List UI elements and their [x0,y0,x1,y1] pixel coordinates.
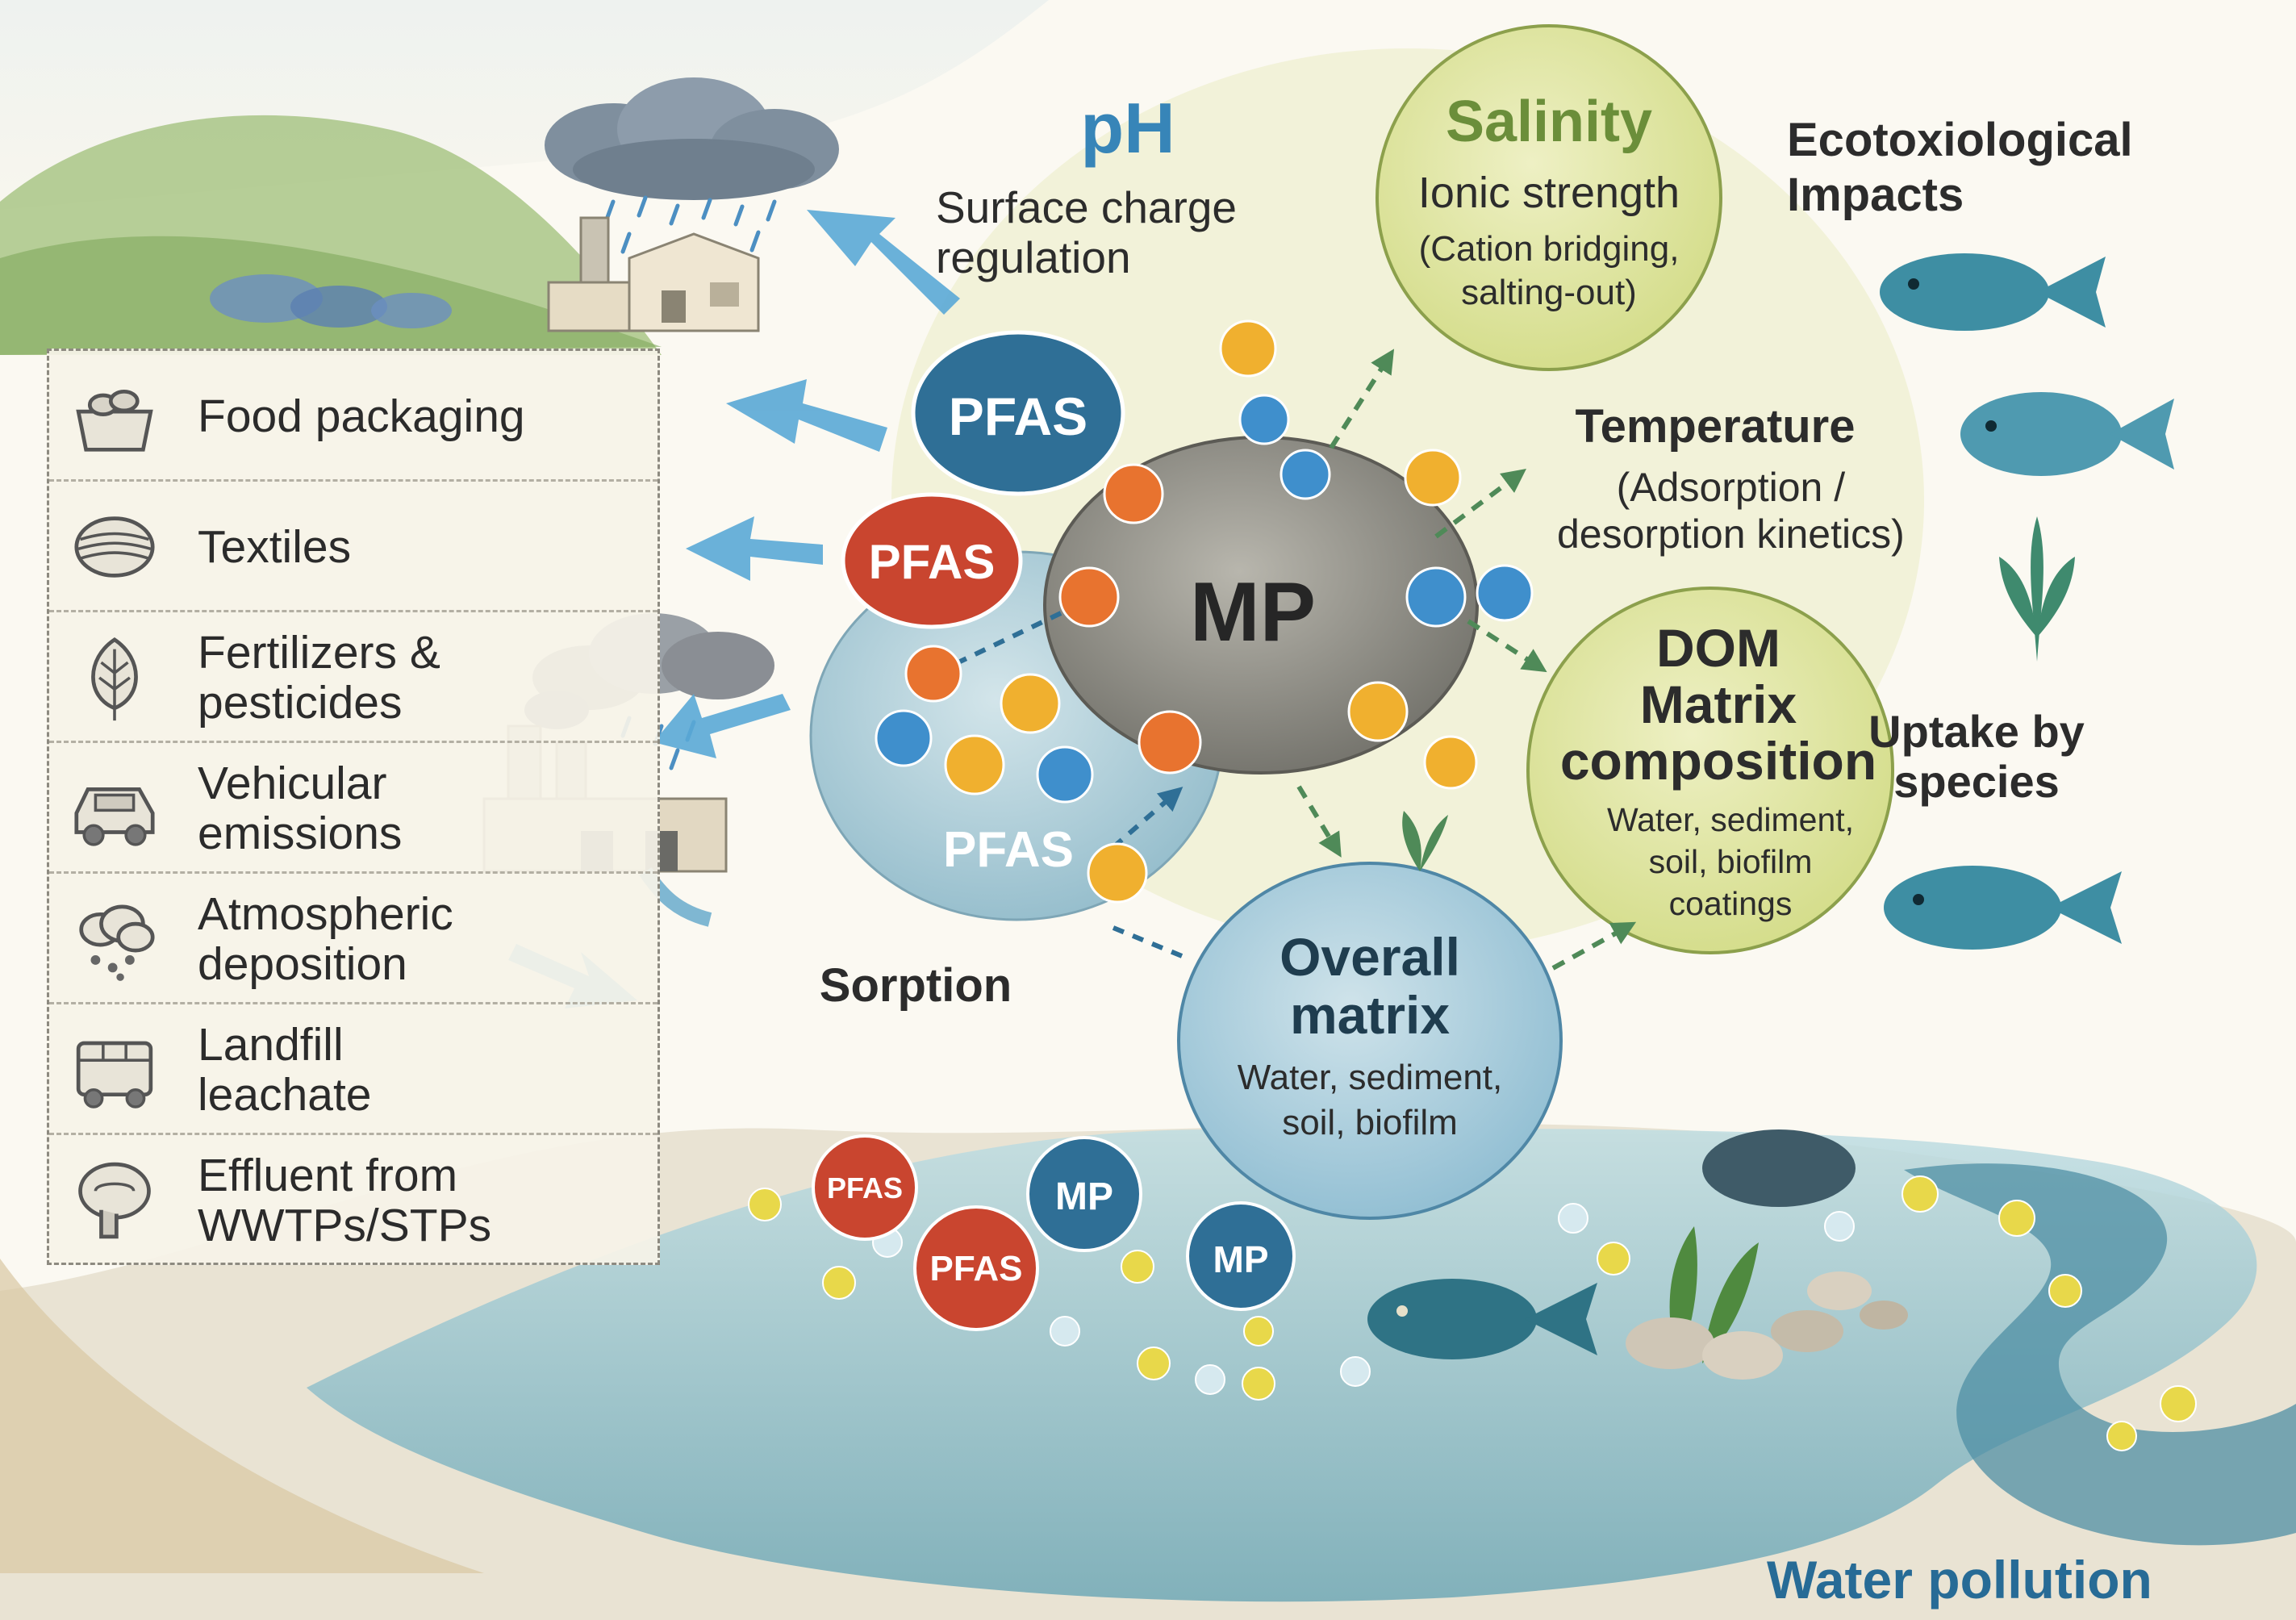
water-mp-label-2: MP [1213,1238,1269,1280]
ph-subtitle: Surface charge regulation [936,182,1237,282]
particles [875,319,1534,904]
influence-arrows [1296,349,1637,971]
landfill-icon [76,1041,153,1109]
water-mp-node-1 [1026,1136,1142,1252]
source-label: Vehicular emissions [198,758,403,859]
pfas-blue-label: PFAS [948,386,1088,446]
sources-panel: Food packaging Textiles Fertilizers & pe… [47,349,660,1265]
overall-title: Overall matrix [1279,927,1460,1045]
pfas-red-node [841,492,1023,629]
overall-matrix-circle [1177,862,1563,1220]
water-body [307,1129,2257,1602]
source-label: Atmospheric deposition [198,888,453,990]
water-pfas-node-2 [913,1205,1039,1331]
source-item-landfill: Landfill leachate [49,1004,657,1135]
source-label: Food packaging [198,390,525,442]
sandy-beach [0,1259,484,1573]
temperature-title: Temperature [1575,400,1856,453]
water-pfas-node-1 [812,1134,918,1241]
source-item-fertilizers: Fertilizers & pesticides [49,612,657,743]
source-item-atmospheric: Atmospheric deposition [49,874,657,1004]
source-label: Landfill leachate [198,1019,372,1121]
water-mp-label-1: MP [1055,1175,1113,1218]
pfas-red-label: PFAS [868,535,996,589]
source-item-textiles: Textiles [49,482,657,612]
source-label: Effluent from WWTPs/STPs [198,1150,492,1251]
source-label: Textiles [198,521,352,573]
salinity-circle [1376,24,1722,371]
sorption-label: Sorption [819,959,1012,1012]
water-pfas-label-2: PFAS [929,1249,1023,1288]
bushes [210,274,452,328]
stones [1626,1129,1908,1380]
dom-title: DOM Matrix composition [1559,618,1877,791]
water-pfas-label-1: PFAS [826,1171,904,1205]
leaf-icon [91,637,138,721]
fish-icon-2 [1960,392,2174,476]
rain-cloud-icon [545,77,839,256]
overall-detail: Water, sediment, soil, biofilm [1237,1058,1503,1142]
footer-water-pollution: Water pollution [1767,1550,2152,1610]
food-packaging-icon [76,389,153,452]
cloud-icon [79,904,155,981]
salinity-detail: (Cation bridging, salting-out) [1418,229,1680,312]
plant-icon [1999,516,2075,662]
textiles-icon [74,516,155,578]
vehicle-icon [74,787,155,846]
dom-detail: Water, sediment, soil, biofilm coatings [1606,801,1855,922]
sorption-links [958,611,1183,958]
temperature-detail: (Adsorption / desorption kinetics) [1557,465,1905,557]
ph-title: pH [1080,88,1175,168]
fish-icon-4 [1367,1279,1597,1359]
factory-top-icon [547,216,760,332]
water-mp-node-2 [1186,1201,1296,1311]
source-label: Fertilizers & pesticides [198,627,440,729]
pfas-blue-node [911,330,1125,496]
salinity-subtitle: Ionic strength [1417,169,1680,217]
dom-circle [1526,587,1894,954]
source-item-vehicular: Vehicular emissions [49,743,657,874]
effluent-pipe-icon [78,1162,151,1239]
river-channel [1904,1163,2296,1546]
source-item-effluent: Effluent from WWTPs/STPs [49,1135,657,1266]
fish-icon-1 [1880,253,2106,331]
sprout-icon [1402,811,1448,871]
mp-label: MP [1190,566,1316,659]
water-particles [748,1175,2197,1451]
pfas-sorption-label: PFAS [943,822,1074,878]
fish-icon-3 [1884,866,2122,950]
ecotox-heading: Ecotoxiological Impacts [1787,114,2133,221]
salinity-title: Salinity [1445,90,1653,154]
source-item-food-packaging: Food packaging [49,351,657,482]
uptake-label: Uptake by species [1868,706,2085,807]
